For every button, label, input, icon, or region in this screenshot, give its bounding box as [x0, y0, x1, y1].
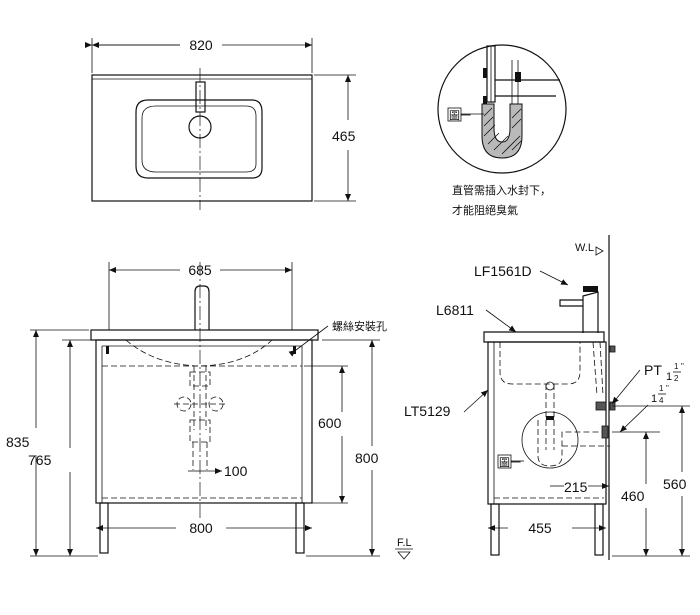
screw-hole-right — [293, 346, 296, 354]
side-detail-circle — [521, 411, 579, 469]
faucet-model-label: LF1561D — [474, 263, 532, 279]
detail-marker-box — [447, 107, 462, 122]
supply-valve — [595, 401, 607, 411]
side-leg-right — [594, 503, 604, 556]
detail-note-line1: 直管需插入水封下， — [452, 183, 551, 197]
dim-label-835: 835 — [6, 434, 30, 450]
side-countertop — [483, 331, 605, 343]
dim-label-600: 600 — [318, 415, 342, 431]
dim-label-455: 455 — [528, 520, 552, 536]
pt-label: PT — [644, 362, 662, 378]
water-level-label: W.L — [575, 242, 594, 254]
pipe-num: 1 — [659, 384, 664, 393]
basin-model-label: L6811 — [436, 302, 474, 318]
floor-level-arrow — [397, 551, 411, 560]
cabinet-model-label: LT5129 — [404, 403, 451, 419]
screw-hole-left — [106, 346, 109, 354]
front-view: 685 螺絲安裝孔 835 765 600 800 100 — [6, 262, 413, 560]
screw-hole-label: 螺絲安裝孔 — [332, 319, 387, 333]
dim-label-460: 460 — [621, 488, 645, 504]
dim-label-100: 100 — [224, 463, 248, 479]
dim-label-800-width: 800 — [189, 520, 213, 536]
detail-marker-label: 圖一 — [449, 109, 471, 122]
side-view: W.L LF1561D — [404, 235, 690, 560]
dim-label-765: 765 — [28, 452, 52, 468]
dim-label-800-height: 800 — [355, 450, 379, 466]
side-marker-label: 圖一 — [499, 456, 521, 469]
pipe-whole: 1 — [651, 393, 657, 405]
top-view-basin-outline — [135, 99, 263, 179]
floor-level-label: F.L — [397, 537, 412, 549]
dim-label-465: 465 — [332, 128, 356, 144]
side-faucet — [559, 286, 599, 333]
pt-whole: 1 — [666, 371, 672, 383]
side-cabinet — [487, 341, 607, 505]
dim-label-215: 215 — [564, 479, 588, 495]
pt-den: 2 — [674, 374, 679, 383]
dim-label-560: 560 — [663, 476, 687, 492]
dim-label-820: 820 — [189, 37, 213, 53]
top-view-countertop — [91, 74, 313, 202]
detail-note-line2: 才能阻絕臭氣 — [452, 203, 518, 217]
front-faucet — [194, 285, 210, 330]
front-countertop — [90, 329, 319, 341]
top-view: 820 465 — [85, 37, 356, 210]
dim-label-685: 685 — [188, 262, 212, 278]
detail-circle — [437, 44, 567, 174]
pt-num: 1 — [674, 362, 679, 371]
svg-text:": " — [681, 362, 684, 371]
detail-view: 圖一 直管需插入水封下， 才能阻絕臭氣 — [437, 44, 567, 217]
svg-text:": " — [666, 384, 669, 393]
pipe-den: 4 — [659, 396, 664, 405]
front-cabinet — [95, 339, 313, 504]
top-view-faucet — [195, 81, 206, 113]
side-leg-left — [490, 503, 500, 556]
